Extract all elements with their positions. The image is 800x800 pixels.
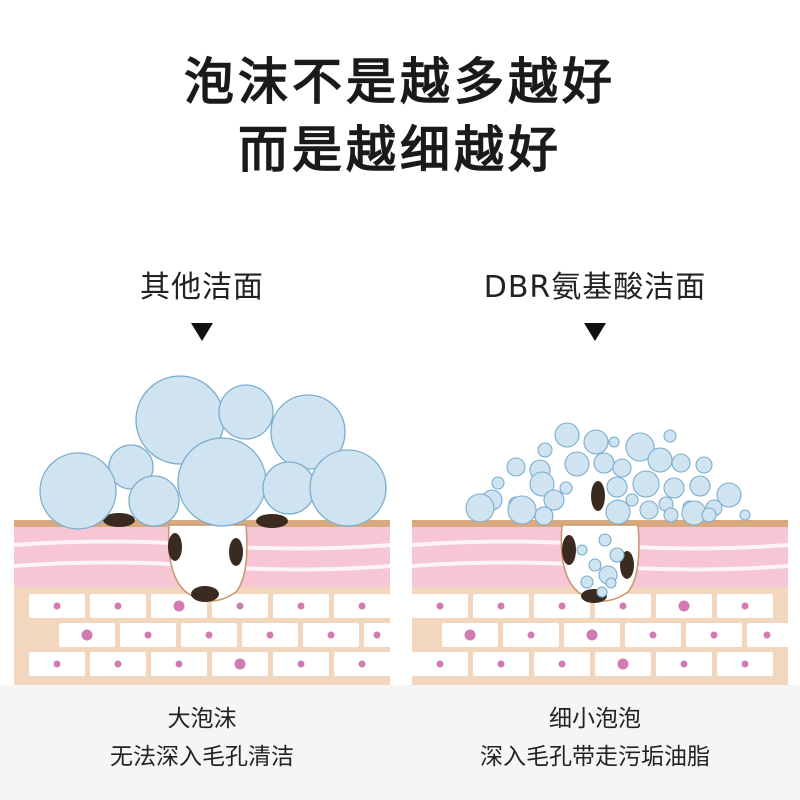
right-cell-rows [412,594,788,676]
right-caption: 细小泡泡 深入毛孔带走污垢油脂 [425,700,765,776]
left-caption-line-2: 无法深入毛孔清洁 [110,744,294,770]
left-column-label: 其他洁面 [140,270,264,305]
left-down-arrow-icon [191,323,213,341]
right-caption-line-1: 细小泡泡 [549,706,641,732]
left-skin-diagram [14,375,390,685]
caption-panel [0,685,800,800]
right-caption-line-2: 深入毛孔带走污垢油脂 [480,744,710,770]
right-skin-diagram [412,422,788,685]
headline-line-1: 泡沫不是越多越好 [184,53,616,111]
left-pore [103,513,288,602]
right-column-label: DBR氨基酸洁面 [483,270,707,305]
left-cell-rows [29,594,390,676]
headline-line-2: 而是越细越好 [238,121,562,179]
left-large-bubbles [39,375,387,530]
right-fine-bubbles [465,422,751,598]
left-caption-line-1: 大泡沫 [167,706,237,732]
right-down-arrow-icon [584,323,606,341]
left-caption: 大泡沫 无法深入毛孔清洁 [32,700,372,776]
